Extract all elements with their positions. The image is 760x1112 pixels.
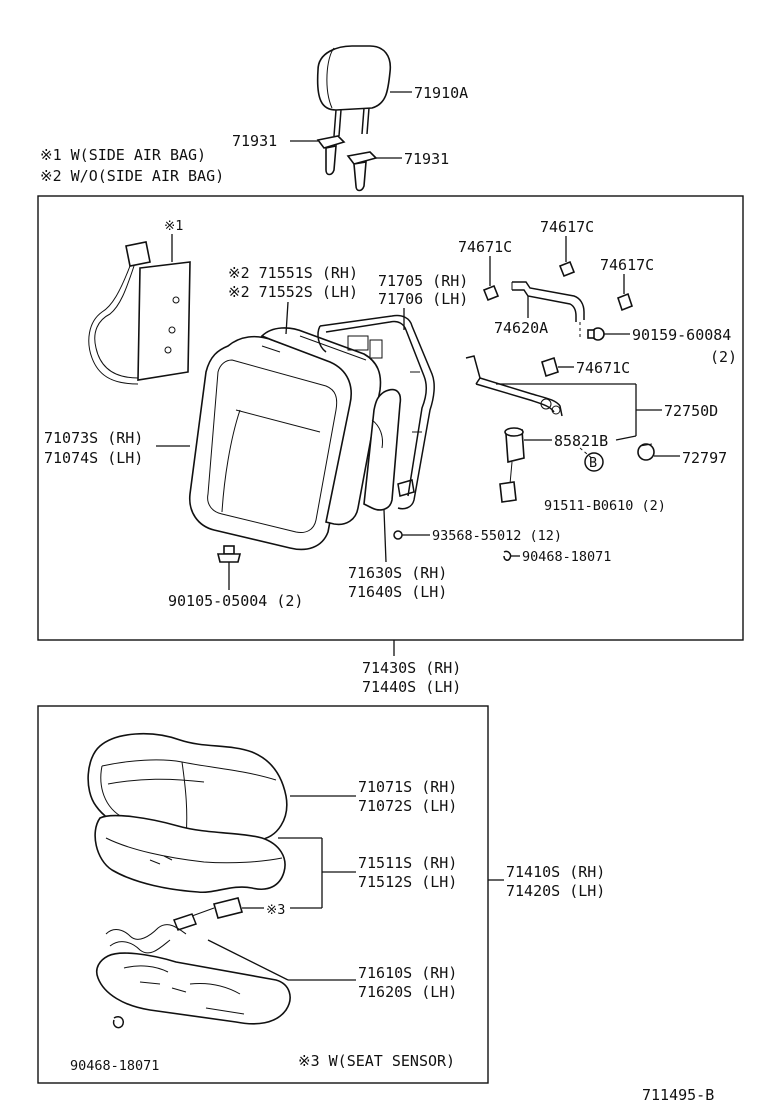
bracket-label: 74620A (494, 319, 548, 337)
seatback-bolt-drawing (216, 545, 242, 563)
cushion-frame-drawing (95, 952, 291, 1025)
seatback-assembly-rh-label: 71430S (RH) (362, 659, 461, 677)
cushion-frame-rh-label: 71610S (RH) (358, 964, 457, 982)
headrest-guide-left-label: 71931 (232, 132, 277, 150)
recliner-lever-label: 72750D (664, 402, 718, 420)
hog-ring-drawing (393, 530, 403, 540)
cushion-pad-drawing (94, 814, 286, 894)
airbag-mark: ※1 (164, 218, 183, 234)
clip-74617c-a-drawing (558, 260, 576, 278)
bolt-b-label: 91511-B0610 (2) (544, 498, 666, 514)
seatback-clip-drawing (503, 550, 512, 561)
headrest-guide-right-label: 71931 (404, 150, 449, 168)
note-seat-sensor: ※3 W(SEAT SENSOR) (298, 1052, 455, 1070)
clip-74617c-b-label: 74617C (600, 256, 654, 274)
clip-74617c-a-label: 74617C (540, 218, 594, 236)
seatback-board-lh-label: 71640S (LH) (348, 583, 447, 601)
ref-b-circle (584, 452, 604, 472)
recliner-lever-drawing (465, 355, 563, 417)
seatback-board-drawing (363, 388, 415, 511)
headrest-guide-right-drawing (346, 151, 378, 192)
clip-74617c-b-drawing (617, 292, 633, 312)
seatback-group-box (37, 195, 744, 641)
note-no-side-airbag: ※2 W/O(SIDE AIR BAG) (40, 167, 224, 185)
seatback-bolt-label: 90105-05004 (2) (168, 592, 303, 610)
cushion-assembly-lh-label: 71420S (LH) (506, 882, 605, 900)
seatback-frame-lh-label: 71706 (LH) (378, 290, 468, 308)
clip-74671c-lower-label: 74671C (576, 359, 630, 377)
seat-sensor-drawing (105, 897, 243, 954)
cap-label: 72797 (682, 449, 727, 467)
screw-qty-label: (2) (710, 348, 737, 366)
headrest-guide-left-drawing (316, 135, 346, 176)
seatback-outer-rh-label: 71073S (RH) (44, 429, 143, 447)
screw-drawing (587, 327, 605, 341)
cushion-group-box (37, 705, 489, 1084)
clip-74671c-drawing (482, 284, 500, 302)
clip-74671c-top-label: 74671C (458, 238, 512, 256)
cushion-cover-lh-label: 71072S (LH) (358, 797, 457, 815)
clip-74671c-lower-drawing (541, 356, 559, 378)
headrest-drawing (316, 45, 392, 137)
side-airbag-drawing (88, 241, 191, 385)
cushion-clip-label: 90468-18071 (70, 1058, 159, 1074)
seatback-pad-drawing (260, 327, 382, 526)
note-side-airbag: ※1 W(SIDE AIR BAG) (40, 146, 206, 164)
knob-label: 85821B (554, 432, 608, 450)
cushion-cover-rh-label: 71071S (RH) (358, 778, 457, 796)
cushion-pad-lh-label: 71512S (LH) (358, 873, 457, 891)
cushion-pad-rh-label: 71511S (RH) (358, 854, 457, 872)
seatback-frame-rh-label: 71705 (RH) (378, 272, 468, 290)
cushion-frame-lh-label: 71620S (LH) (358, 983, 457, 1001)
seatback-inner-cover-rh-label: ※2 71551S (RH) (228, 264, 358, 282)
hog-ring-label: 93568-55012 (12) (432, 528, 562, 544)
seatback-board-rh-label: 71630S (RH) (348, 564, 447, 582)
ref-b-mark: B (589, 455, 597, 471)
seatback-inner-cover-lh-label: ※2 71552S (LH) (228, 283, 358, 301)
sensor-mark: ※3 (266, 902, 285, 918)
cushion-assembly-rh-label: 71410S (RH) (506, 863, 605, 881)
bracket-drawing (511, 281, 585, 322)
cushion-clip-drawing (112, 1015, 125, 1029)
seatback-clip-label: 90468-18071 (522, 549, 611, 565)
seatback-assembly-lh-label: 71440S (LH) (362, 678, 461, 696)
cushion-cover-drawing (87, 732, 288, 844)
cap-drawing (637, 443, 655, 461)
screw-label: 90159-60084 (632, 326, 731, 344)
headrest-part-label: 71910A (414, 84, 468, 102)
diagram-id: 711495-B (642, 1086, 714, 1104)
knob-drawing (499, 427, 525, 503)
seatback-outer-lh-label: 71074S (LH) (44, 449, 143, 467)
